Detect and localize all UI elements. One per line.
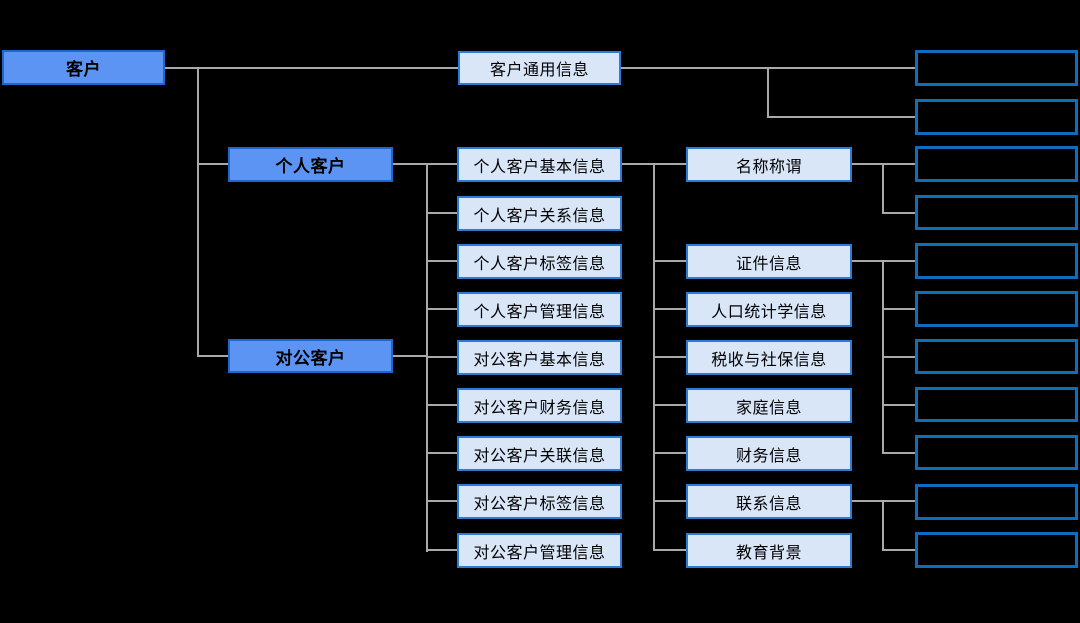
node-id-document-info: 证件信息 [686, 244, 852, 279]
connector-segment [426, 212, 457, 214]
node-blank-leaf-8 [915, 387, 1078, 422]
connector-segment [653, 404, 686, 406]
connector-segment [426, 356, 457, 358]
connector-segment [426, 260, 457, 262]
node-blank-leaf-4 [915, 195, 1078, 230]
node-education-background: 教育背景 [686, 533, 852, 568]
node-blank-leaf-11 [915, 532, 1078, 568]
connector-segment [426, 404, 457, 406]
connector-segment [653, 549, 686, 551]
node-personal-tag-info: 个人客户标签信息 [457, 244, 622, 279]
node-tax-social-security-info: 税收与社保信息 [686, 340, 852, 375]
node-corporate-related-info: 对公客户关联信息 [457, 436, 622, 471]
connector-segment [197, 67, 199, 357]
node-blank-leaf-10 [915, 484, 1078, 520]
node-blank-leaf-7 [915, 339, 1078, 374]
node-contact-info: 联系信息 [686, 484, 852, 519]
node-blank-leaf-6 [915, 291, 1078, 327]
connector-segment [393, 355, 428, 357]
node-name-title: 名称称谓 [686, 147, 852, 182]
connector-segment [653, 308, 686, 310]
node-financial-info: 财务信息 [686, 436, 852, 471]
connector-segment [882, 500, 884, 551]
connector-segment [653, 452, 686, 454]
node-blank-leaf-2 [915, 99, 1078, 135]
node-corporate-management-info: 对公客户管理信息 [457, 533, 622, 568]
connector-segment [197, 163, 228, 165]
connector-segment [197, 355, 228, 357]
node-blank-leaf-5 [915, 243, 1078, 279]
connector-segment [622, 163, 654, 165]
connector-segment [393, 163, 428, 165]
connector-segment [882, 452, 915, 454]
node-corporate-customer: 对公客户 [228, 339, 393, 373]
connector-segment [426, 308, 457, 310]
connector-segment [426, 549, 457, 551]
connector-segment [882, 212, 915, 214]
connector-segment [882, 549, 915, 551]
node-blank-leaf-3 [915, 146, 1078, 182]
connector-segment [165, 67, 458, 69]
connector-segment [653, 260, 686, 262]
node-corporate-financial-info: 对公客户财务信息 [457, 388, 622, 423]
node-demographic-info: 人口统计学信息 [686, 292, 852, 327]
connector-segment [882, 356, 915, 358]
node-family-info: 家庭信息 [686, 388, 852, 423]
node-customer-general-info: 客户通用信息 [458, 51, 621, 85]
connector-segment [882, 163, 884, 213]
node-personal-management-info: 个人客户管理信息 [457, 292, 622, 327]
connector-segment [426, 500, 457, 502]
node-corporate-tag-info: 对公客户标签信息 [457, 484, 622, 519]
connector-segment [653, 163, 686, 165]
node-personal-customer: 个人客户 [228, 147, 393, 182]
node-customer: 客户 [2, 50, 165, 85]
connector-segment [882, 308, 915, 310]
connector-segment [653, 356, 686, 358]
connector-segment [882, 404, 915, 406]
node-personal-relationship-info: 个人客户关系信息 [457, 196, 622, 231]
connector-segment [426, 163, 457, 165]
node-blank-leaf-1 [915, 50, 1078, 86]
node-corporate-basic-info: 对公客户基本信息 [457, 340, 622, 375]
connector-segment [767, 116, 915, 118]
node-blank-leaf-9 [915, 435, 1078, 470]
node-personal-basic-info: 个人客户基本信息 [457, 147, 622, 182]
connector-segment [767, 67, 769, 117]
connector-segment [653, 500, 686, 502]
connector-segment [426, 452, 457, 454]
